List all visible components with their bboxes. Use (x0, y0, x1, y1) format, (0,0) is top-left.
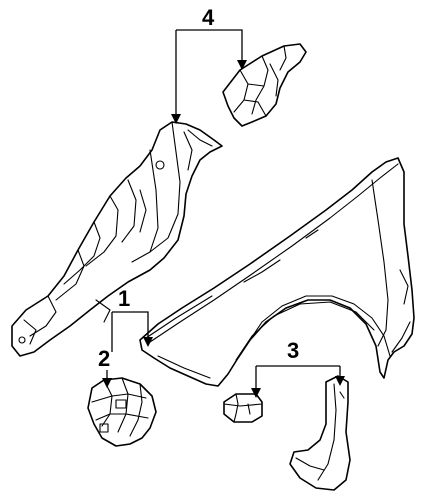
callout-4: 4 (202, 5, 215, 30)
callout-leaders (102, 29, 345, 398)
callout-1: 1 (118, 286, 130, 311)
part-3-mud-flap (289, 375, 351, 491)
part-3-clip (223, 393, 263, 423)
part-2-bracket (87, 377, 157, 447)
callout-2: 2 (98, 346, 110, 371)
part-4-bracket (222, 43, 307, 127)
splash-shield (11, 121, 223, 357)
part-1-fender (139, 157, 415, 387)
callout-3: 3 (287, 338, 299, 363)
